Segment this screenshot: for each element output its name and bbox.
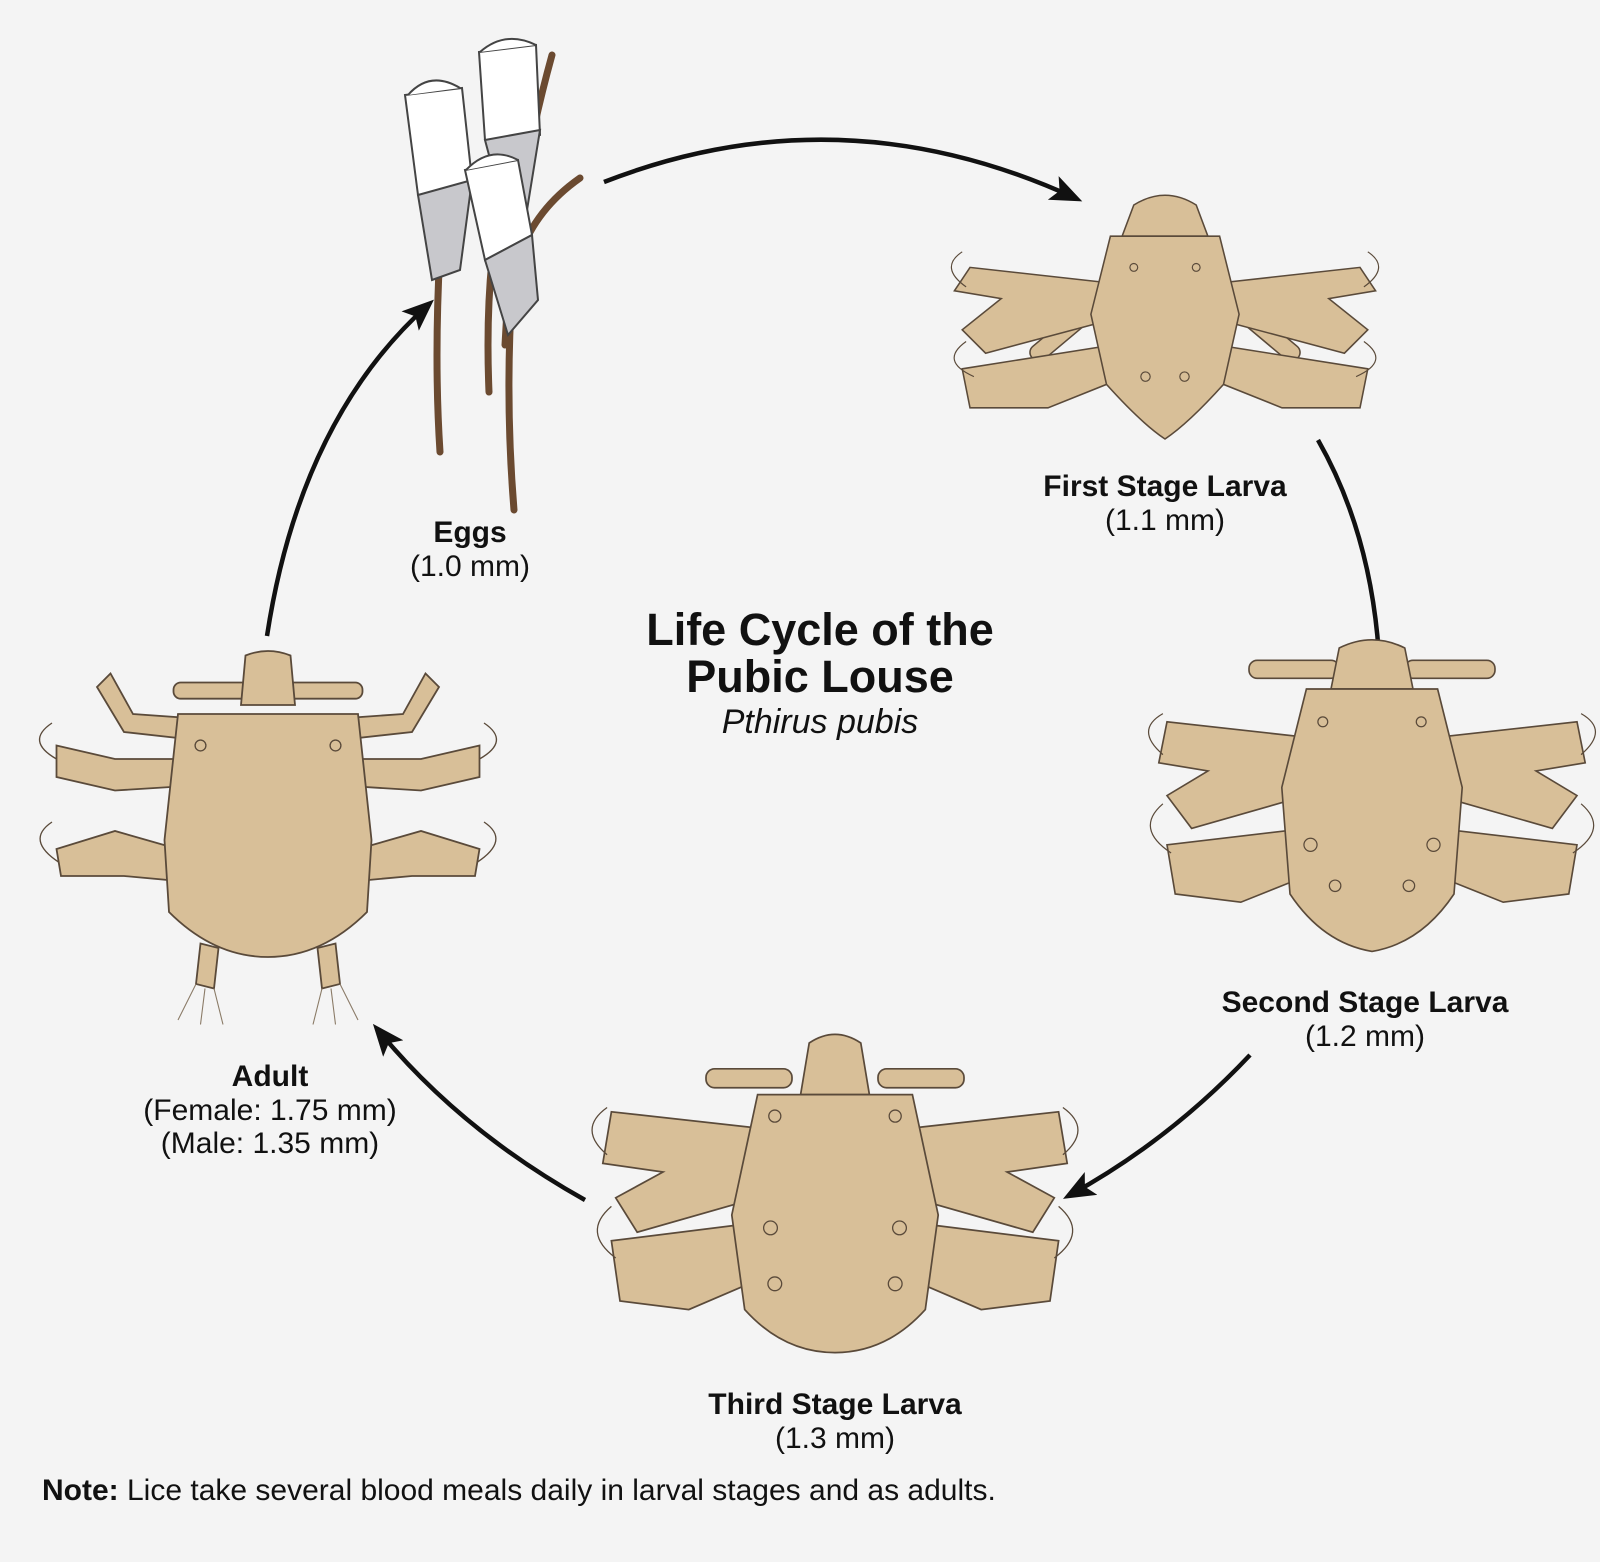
third-stage-name: Third Stage Larva bbox=[708, 1388, 962, 1421]
eggs-illustration bbox=[403, 37, 584, 514]
arrow-adult-to-eggs bbox=[264, 299, 434, 637]
third-stage-size: (1.3 mm) bbox=[775, 1421, 895, 1455]
eggs-label: Eggs (1.0 mm) bbox=[360, 516, 580, 583]
eggs-size: (1.0 mm) bbox=[410, 549, 530, 583]
adult-label: Adult (Female: 1.75 mm) (Male: 1.35 mm) bbox=[105, 1060, 435, 1161]
footnote: Note: Lice take several blood meals dail… bbox=[42, 1474, 996, 1508]
adult-size-female: (Female: 1.75 mm) bbox=[143, 1093, 397, 1127]
arrow-third-larva-to-adult bbox=[372, 1023, 587, 1202]
adult-illustration bbox=[38, 650, 498, 1025]
second-stage-label: Second Stage Larva (1.2 mm) bbox=[1190, 986, 1540, 1053]
second-stage-larva-illustration bbox=[1147, 639, 1597, 953]
note-text: Lice take several blood meals daily in l… bbox=[118, 1474, 996, 1507]
note-label: Note: bbox=[42, 1474, 119, 1507]
eggs-name: Eggs bbox=[433, 516, 507, 549]
first-stage-label: First Stage Larva (1.1 mm) bbox=[1000, 470, 1330, 537]
first-stage-size: (1.1 mm) bbox=[1105, 503, 1225, 537]
scientific-name: Pthirus pubis bbox=[721, 702, 919, 741]
first-stage-name: First Stage Larva bbox=[1043, 470, 1287, 503]
arrow-second-to-third-larva bbox=[1062, 1053, 1252, 1199]
first-stage-larva-illustration bbox=[950, 194, 1380, 440]
arrow-eggs-to-first-larva bbox=[603, 137, 1083, 202]
third-stage-larva-illustration bbox=[591, 1033, 1079, 1354]
second-stage-size: (1.2 mm) bbox=[1305, 1019, 1425, 1053]
adult-name: Adult bbox=[231, 1060, 309, 1093]
third-stage-label: Third Stage Larva (1.3 mm) bbox=[660, 1388, 1010, 1455]
title-line-2: Pubic Louse bbox=[686, 651, 954, 703]
adult-size-male: (Male: 1.35 mm) bbox=[160, 1127, 380, 1161]
cycle-arrows bbox=[264, 137, 1393, 1202]
second-stage-name: Second Stage Larva bbox=[1221, 986, 1509, 1019]
diagram-title: Life Cycle of the Pubic Louse Pthirus pu… bbox=[520, 606, 1120, 742]
title-line-1: Life Cycle of the bbox=[646, 604, 994, 655]
